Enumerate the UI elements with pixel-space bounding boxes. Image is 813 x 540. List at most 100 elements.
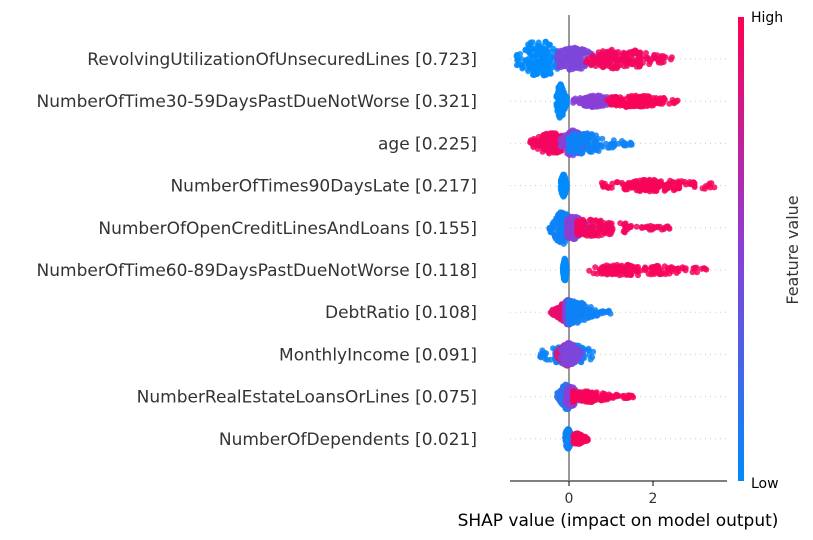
shap-point [556, 229, 563, 236]
shap-point [513, 62, 520, 69]
shap-point [605, 307, 612, 314]
shap-point [666, 225, 673, 232]
row-gridlines [510, 58, 727, 440]
colorbar-high-label: High [751, 10, 783, 26]
shap-point [632, 47, 638, 54]
shap-point [574, 225, 581, 231]
feature-label: age [0.225] [378, 134, 477, 154]
shap-point [557, 81, 564, 88]
shap-point [585, 137, 592, 144]
shap-point [559, 138, 566, 145]
shap-point [575, 349, 582, 355]
shap-point [643, 50, 649, 56]
shap-point [558, 50, 565, 57]
shap-point [652, 177, 659, 184]
shap-point [559, 105, 566, 112]
shap-point [556, 114, 563, 121]
shap-point [561, 258, 567, 265]
feature-label: NumberOfTimes90DaysLate [0.217] [170, 177, 477, 197]
shap-point [626, 102, 633, 109]
shap-point [576, 96, 583, 103]
shap-point [583, 95, 589, 102]
shap-point [601, 62, 608, 69]
shap-point [562, 267, 569, 274]
shap-point [592, 264, 599, 271]
shap-point [542, 38, 549, 45]
feature-label: NumberOfOpenCreditLinesAndLoans [0.155] [98, 219, 477, 239]
shap-point [621, 140, 628, 146]
shap-point [649, 264, 656, 271]
shap-point [607, 225, 614, 232]
shap-point [589, 58, 596, 65]
shap-point [646, 177, 653, 184]
shap-point [619, 179, 625, 186]
shap-point [590, 348, 597, 355]
shap-point [530, 69, 537, 76]
shap-point [548, 55, 555, 62]
shap-point [566, 134, 572, 141]
shap-point [660, 226, 667, 232]
shap-point [570, 45, 577, 52]
shap-point [562, 189, 568, 196]
shap-point [587, 356, 594, 363]
shap-point [679, 264, 686, 271]
shap-point [514, 56, 521, 63]
shap-point [565, 224, 572, 231]
shap-point [601, 220, 608, 227]
shap-point [577, 136, 584, 143]
shap-point [542, 70, 549, 77]
shap-point [599, 98, 606, 105]
shap-point [606, 231, 613, 238]
shap-point [682, 181, 689, 188]
shap-point [541, 62, 548, 69]
shap-point [640, 95, 647, 102]
shap-point [633, 267, 640, 274]
shap-point [576, 354, 583, 361]
shap-point [599, 143, 606, 150]
shap-point [675, 265, 682, 272]
shap-point [642, 224, 648, 231]
feature-label: NumberRealEstateLoansOrLines [0.075] [137, 388, 477, 408]
shap-point [573, 391, 580, 398]
shap-point [653, 187, 660, 194]
shap-point [595, 58, 602, 65]
shap-point [588, 399, 595, 405]
shap-point [648, 102, 655, 109]
feature-label: NumberOfTime30-59DaysPastDueNotWorse [0.… [37, 92, 477, 112]
shap-point [562, 360, 569, 367]
shap-point [655, 269, 662, 276]
x-tick-label: 2 [649, 491, 658, 507]
shap-point [558, 176, 565, 183]
shap-point [601, 395, 608, 402]
shap-point [590, 93, 597, 100]
shap-point [582, 131, 589, 138]
shap-point [690, 181, 697, 188]
shap-point [558, 183, 565, 190]
shap-point [617, 94, 624, 101]
shap-point [706, 180, 713, 187]
shap-point [551, 130, 558, 137]
shap-point [642, 264, 649, 271]
shap-point [567, 231, 574, 238]
shap-point [578, 310, 585, 317]
shap-point [634, 97, 641, 104]
shap-point [536, 141, 542, 148]
feature-label: NumberOfTime60-89DaysPastDueNotWorse [0.… [37, 261, 477, 281]
shap-point [625, 392, 632, 399]
shap-point [659, 100, 666, 107]
shap-point [615, 62, 622, 69]
shap-point [574, 50, 581, 57]
shap-point [570, 55, 577, 61]
shap-point [637, 185, 644, 192]
shap-point [582, 434, 589, 441]
shap-point [579, 439, 586, 446]
shap-point [554, 237, 561, 244]
shap-point [609, 141, 616, 147]
shap-point [693, 264, 700, 271]
shap-point [541, 131, 548, 138]
shap-point [535, 39, 542, 46]
x-axis-label: SHAP value (impact on model output) [458, 511, 779, 531]
shap-point [548, 228, 554, 235]
shap-point [672, 98, 679, 105]
points-layer [513, 38, 718, 452]
